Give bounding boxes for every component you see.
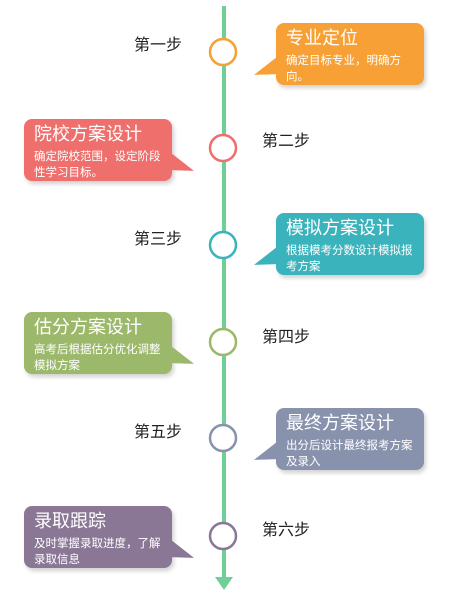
step-6-label: 第六步	[262, 520, 311, 539]
step-2-node	[208, 133, 238, 163]
step-5-title: 最终方案设计	[286, 413, 394, 434]
step-1-desc: 确定目标专业，明确方向。	[286, 53, 401, 83]
step-1-node	[208, 37, 238, 67]
step-3-title: 模拟方案设计	[286, 218, 394, 239]
step-1-label: 第一步	[134, 35, 183, 54]
step-3-node	[208, 230, 238, 260]
step-5-label: 第五步	[134, 422, 183, 441]
step-6-title: 录取跟踪	[34, 511, 106, 532]
step-3-card: 模拟方案设计 根据模考分数设计模拟报考方案	[276, 213, 424, 275]
step-3-desc: 根据模考分数设计模拟报考方案	[286, 243, 413, 273]
step-2-title: 院校方案设计	[34, 124, 142, 145]
step-4-card: 估分方案设计 高考后根据估分优化调整模拟方案	[24, 312, 172, 374]
step-6-desc: 及时掌握录取进度，了解录取信息	[34, 536, 161, 566]
step-5-desc: 出分后设计最终报考方案及录入	[286, 438, 413, 468]
step-6-node	[208, 521, 238, 551]
step-4-title: 估分方案设计	[34, 317, 142, 338]
step-4-label: 第四步	[262, 327, 311, 346]
step-4-desc: 高考后根据估分优化调整模拟方案	[34, 342, 161, 372]
timeline-arrowhead	[215, 577, 233, 590]
step-1-title: 专业定位	[286, 28, 358, 49]
step-5-card: 最终方案设计 出分后设计最终报考方案及录入	[276, 408, 424, 470]
step-2-card: 院校方案设计 确定院校范围，设定阶段性学习目标。	[24, 119, 172, 181]
step-2-label: 第二步	[262, 131, 311, 150]
step-3-label: 第三步	[134, 229, 183, 248]
step-6-card: 录取跟踪 及时掌握录取进度，了解录取信息	[24, 506, 172, 568]
step-4-node	[208, 327, 238, 357]
step-5-node	[208, 423, 238, 453]
step-1-card: 专业定位 确定目标专业，明确方向。	[276, 23, 424, 85]
step-2-desc: 确定院校范围，设定阶段性学习目标。	[34, 149, 161, 179]
